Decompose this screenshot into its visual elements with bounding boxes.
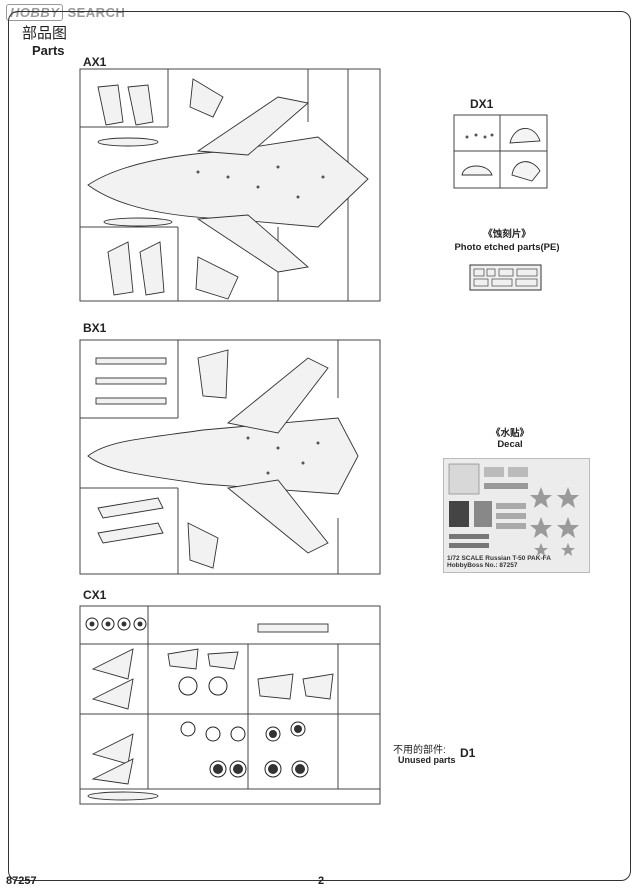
unused-parts-cn: 不用的部件:: [393, 745, 446, 756]
sprue-bx1-drawing: [79, 339, 381, 575]
parts-heading-cn: 部品图: [22, 25, 68, 42]
product-code: 87257: [6, 875, 37, 887]
decal-caption-cn: 《水贴》: [490, 428, 529, 439]
sprue-dx1-drawing: [453, 114, 548, 189]
sprue-label-cx1: CX1: [83, 588, 107, 602]
parts-heading-en: Parts: [32, 43, 65, 58]
page-number: 2: [318, 875, 325, 887]
sprue-label-dx1: DX1: [470, 97, 494, 111]
unused-parts-code: D1: [460, 746, 476, 760]
sprue-ax1-drawing: [79, 68, 381, 302]
photo-etched-fret: [469, 264, 542, 291]
unused-parts-en: Unused parts: [398, 755, 456, 765]
decal-caption-en: Decal: [497, 439, 523, 450]
sprue-label-bx1: BX1: [83, 321, 107, 335]
watermark-logo: HOBBY: [6, 4, 64, 21]
decal-artwork: [448, 463, 579, 556]
pe-caption-cn: 《蚀刻片》: [483, 229, 531, 240]
decal-sheet-caption: 1/72 SCALE Russian T-50 PAK-FA HobbyBoss…: [447, 555, 551, 569]
red-star-icon: [530, 487, 579, 556]
sprue-cx1-drawing: [79, 605, 381, 805]
page-frame: [8, 11, 631, 881]
sprue-label-ax1: AX1: [83, 55, 107, 69]
pe-caption-en: Photo etched parts(PE): [454, 242, 560, 253]
watermark-text: SEARCH: [67, 5, 126, 20]
decal-sheet: 1/72 SCALE Russian T-50 PAK-FA HobbyBoss…: [443, 458, 590, 573]
